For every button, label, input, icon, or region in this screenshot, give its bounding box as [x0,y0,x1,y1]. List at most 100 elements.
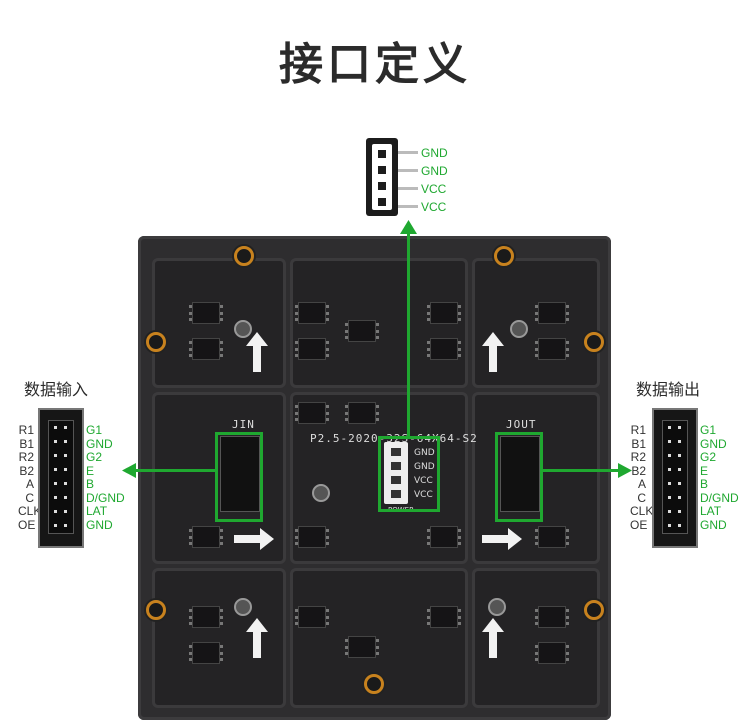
chip-icon [535,526,569,548]
chip-icon [295,302,329,324]
board-power-pin: GND [414,448,435,458]
pin-label: C [25,490,34,505]
capacitor-icon [510,320,528,338]
power-pin-label: GND [421,164,448,178]
chip-icon [189,642,223,664]
output-left-pins: R1 B1 R2 B2 A C CLK OE [630,423,654,532]
input-heading: 数据输入 [24,380,89,399]
input-connector-diagram [38,408,84,548]
pin-label: GND [700,436,727,451]
jout-highlight [495,432,543,522]
pin-label: B [86,477,95,491]
pin-label: B2 [631,463,646,478]
led-panel-board: JIN JOUT P2.5-2020-32S-64X64-S2 GND GND … [138,236,611,720]
chip-icon [295,606,329,628]
capacitor-icon [234,598,252,616]
output-right-pins: G1 GND G2 E B D/GND LAT GND [700,423,739,532]
pin-label: GND [86,517,113,532]
power-pin-labels: GND GND VCC VCC [421,144,448,216]
chip-icon [189,526,223,548]
chip-icon [189,338,223,360]
pin-label: R1 [630,423,646,437]
chip-icon [295,338,329,360]
pin-label: LAT [86,504,108,518]
board-power-pin: GND [414,462,435,472]
pin-label: B1 [19,436,34,451]
power-connector-diagram [366,138,398,216]
pin-label: CLK [630,504,654,518]
pin-label: GND [86,436,113,451]
board-power-connector [384,442,408,504]
capacitor-icon [488,598,506,616]
pin-label: C [637,490,646,505]
power-highlight [378,436,440,512]
pin-label: GND [700,517,727,532]
chip-icon [535,642,569,664]
screw-icon [364,674,384,694]
output-connector-diagram [652,408,698,548]
page-title: 接口定义 [279,39,471,90]
up-arrow-icon [400,220,417,234]
chip-icon [189,302,223,324]
board-power-pin: VCC [414,490,433,500]
output-line [542,469,622,472]
connector-pins [668,426,681,527]
up-arrow-icon [482,332,504,372]
capacitor-icon [234,320,252,338]
chip-icon [535,302,569,324]
jin-header [220,436,260,512]
pin-label: G1 [86,423,103,437]
jout-label: JOUT [506,418,537,431]
jin-highlight [215,432,263,522]
power-pin-label: VCC [421,200,447,214]
chip-icon [427,338,461,360]
screw-icon [146,600,166,620]
pin-label: R2 [18,450,34,464]
chip-icon [295,402,329,424]
jin-label: JIN [232,418,255,431]
board-cell [152,568,286,708]
screw-icon [234,246,254,266]
output-heading: 数据输出 [636,380,701,399]
chip-icon [345,636,379,658]
board-power-pin: VCC [414,476,433,486]
capacitor-icon [312,484,330,502]
jout-header [500,436,540,512]
pin-label: B [700,477,709,491]
chip-icon [535,338,569,360]
pin-label: CLK [18,504,42,518]
chip-icon [189,606,223,628]
pin-label: OE [630,517,648,532]
chip-icon [427,526,461,548]
pin-label: E [700,463,709,478]
left-arrow-icon [122,463,136,478]
pin-label: B1 [631,436,646,451]
pin-label: OE [18,517,36,532]
power-line [407,226,410,438]
pin-label: LAT [700,504,722,518]
pin-label: D/GND [700,490,739,505]
screw-icon [146,332,166,352]
pin-label: A [637,477,646,491]
right-arrow-icon [482,528,522,550]
chip-icon [295,526,329,548]
pin-label: G2 [700,450,717,464]
chip-icon [345,320,379,342]
chip-icon [535,606,569,628]
pin-label: D/GND [86,490,125,505]
screw-icon [494,246,514,266]
chip-icon [345,402,379,424]
up-arrow-icon [246,618,268,658]
pin-label: G2 [86,450,103,464]
pin-label: B2 [19,463,34,478]
input-line [132,469,216,472]
chip-icon [427,606,461,628]
right-arrow-icon [234,528,274,550]
pin-label: R1 [18,423,34,437]
screw-icon [584,332,604,352]
power-pin-label: GND [421,146,448,160]
chip-icon [427,302,461,324]
up-arrow-icon [246,332,268,372]
pin-label: E [86,463,95,478]
input-left-pins: R1 B1 R2 B2 A C CLK OE [18,423,42,532]
